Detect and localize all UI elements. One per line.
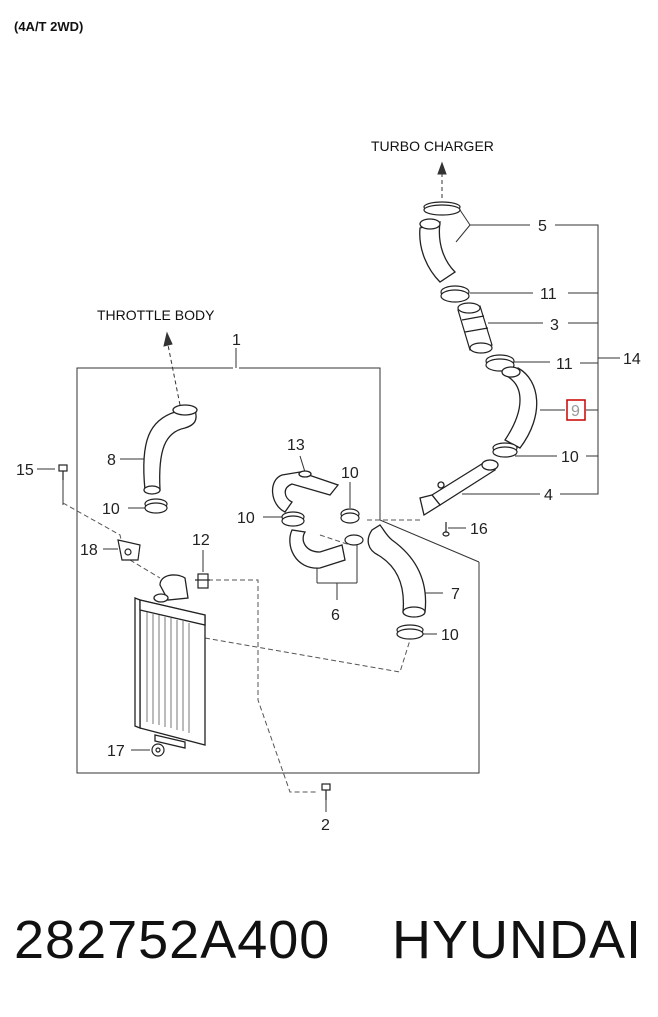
leader-lines	[37, 209, 565, 812]
brand-name: HYUNDAI	[391, 910, 642, 970]
callout-10-e: 10	[561, 449, 579, 466]
callout-6: 6	[331, 607, 340, 624]
intercooler	[134, 574, 206, 749]
callout-11-a: 11	[540, 286, 557, 303]
clamp-10-middle	[281, 508, 364, 546]
callout-14: 14	[623, 351, 641, 368]
throttle-arrow	[163, 331, 181, 406]
intercooler-fins	[146, 612, 190, 733]
callout-3: 3	[550, 317, 559, 334]
footer: 282752A400 HYUNDAI	[0, 900, 658, 980]
hose-6	[289, 529, 346, 569]
clamp-10-right	[492, 442, 518, 458]
callout-4: 4	[544, 487, 553, 504]
pipe-4	[419, 459, 499, 517]
callout-10-a: 10	[102, 501, 120, 518]
highlighted-callout[interactable]: 9	[566, 399, 586, 421]
hose-7	[367, 524, 427, 618]
callout-12: 12	[192, 532, 210, 549]
callout-18: 18	[80, 542, 98, 559]
clamp-10-left	[144, 498, 168, 514]
hose-9	[501, 366, 538, 449]
callout-7: 7	[451, 586, 460, 603]
callout-8: 8	[107, 452, 116, 469]
sensor-12	[195, 573, 210, 589]
callout-1: 1	[232, 332, 241, 349]
callout-11-b: 11	[556, 356, 573, 373]
throttle-body-caption: THROTTLE BODY	[97, 307, 215, 323]
bracket-18	[117, 539, 141, 561]
hose-5	[419, 218, 457, 283]
bolt-16	[442, 522, 450, 537]
assembly-box	[76, 348, 480, 774]
clamp-top	[423, 201, 461, 216]
variant-label: (4A/T 2WD)	[14, 19, 83, 34]
turbo-charger-caption: TURBO CHARGER	[371, 138, 494, 154]
pipe-3	[457, 302, 493, 354]
clamp-11-lower	[485, 354, 515, 372]
callout-10-c: 10	[341, 465, 359, 482]
callout-16: 16	[470, 521, 488, 538]
hose-13	[271, 470, 340, 513]
callouts: 1 2 3 4 5 6 7 8 10 10 10 10 10 11 11 12 …	[16, 218, 641, 834]
callout-9: 9	[571, 403, 580, 420]
clamp-11-upper	[440, 285, 470, 303]
hose-8	[143, 404, 198, 495]
bolt-15	[58, 464, 68, 480]
callout-17: 17	[107, 743, 125, 760]
callout-15: 15	[16, 462, 34, 479]
bracket-14	[555, 224, 620, 495]
callout-2: 2	[321, 817, 330, 834]
callout-10-b: 10	[237, 510, 255, 527]
turbo-arrow	[437, 161, 447, 198]
clamp-10-lower	[396, 624, 424, 640]
cap-17	[151, 743, 165, 757]
callout-13: 13	[287, 437, 305, 454]
parts-diagram: (4A/T 2WD) TURBO CHARGER THROTTLE BODY	[14, 19, 641, 834]
callout-10-d: 10	[441, 627, 459, 644]
bolt-2	[321, 783, 331, 800]
highlight-box	[566, 399, 586, 421]
callout-5: 5	[538, 218, 547, 235]
part-number: 282752A400	[14, 910, 331, 970]
